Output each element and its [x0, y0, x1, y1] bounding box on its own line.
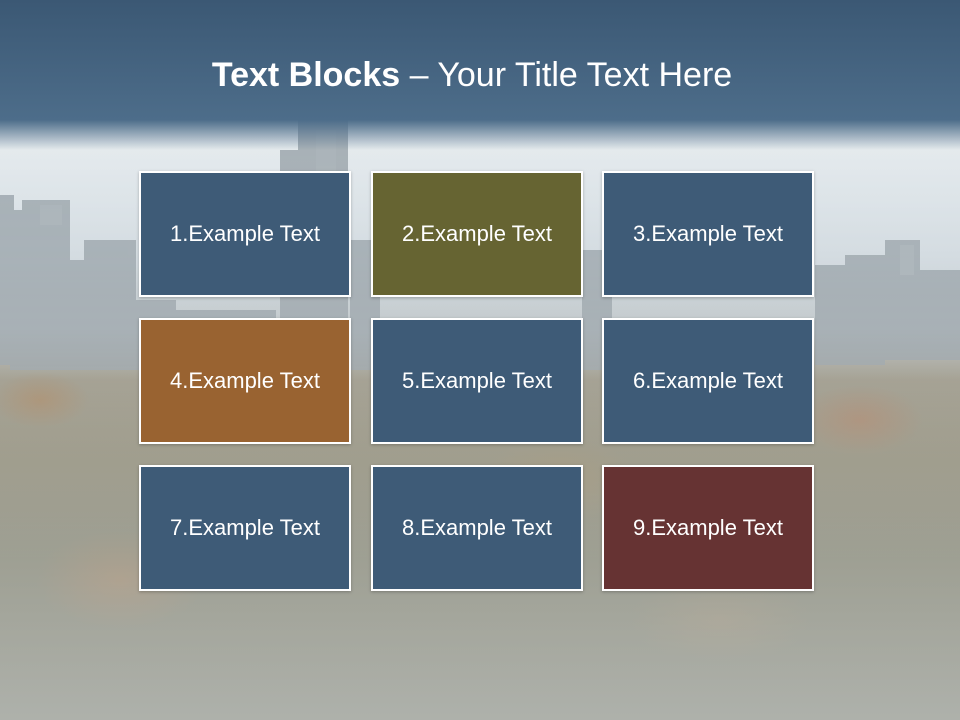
text-block-label: 2.Example Text — [401, 221, 552, 246]
title-bold-text: Text Blocks — [211, 56, 401, 94]
text-block-6: 6.Example Text — [602, 318, 814, 444]
text-block-8: 8.Example Text — [371, 465, 583, 591]
text-block-1: 1.Example Text — [139, 171, 351, 297]
text-block-3: 3.Example Text — [602, 171, 814, 297]
text-block-label: 8.Example Text — [401, 515, 552, 540]
text-block-7: 7.Example Text — [139, 465, 351, 591]
title-separator: – — [400, 56, 438, 94]
text-block-9: 9.Example Text — [602, 465, 814, 591]
title-regular-text: Your Title Text Here — [437, 56, 733, 94]
text-block-4: 4.Example Text — [139, 318, 351, 444]
title-band — [0, 0, 960, 150]
text-block-label: 4.Example Text — [169, 368, 320, 393]
text-block-5: 5.Example Text — [371, 318, 583, 444]
text-block-label: 6.Example Text — [632, 368, 783, 393]
text-block-label: 1.Example Text — [169, 221, 320, 246]
text-block-label: 7.Example Text — [169, 515, 320, 540]
text-block-label: 5.Example Text — [401, 368, 552, 393]
slide-title: Text Blocks – Your Title Text Here — [0, 52, 944, 98]
text-block-label: 9.Example Text — [632, 515, 783, 540]
text-block-label: 3.Example Text — [632, 221, 783, 246]
text-block-2: 2.Example Text — [371, 171, 583, 297]
